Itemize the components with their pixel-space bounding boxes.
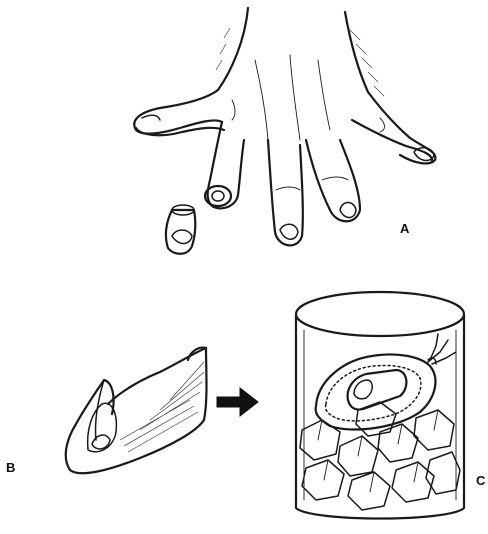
moist-gauze-wrap [66, 348, 207, 474]
sealed-plastic-bag [316, 334, 456, 430]
fingertip-amputated-part [166, 205, 195, 254]
right-arrow-icon [217, 388, 258, 416]
panel-label-a: A [400, 222, 409, 235]
ice-cubes [300, 402, 460, 510]
panel-label-b: B [6, 461, 15, 474]
panel-label-c: C [476, 474, 485, 487]
ice-container [296, 292, 464, 519]
